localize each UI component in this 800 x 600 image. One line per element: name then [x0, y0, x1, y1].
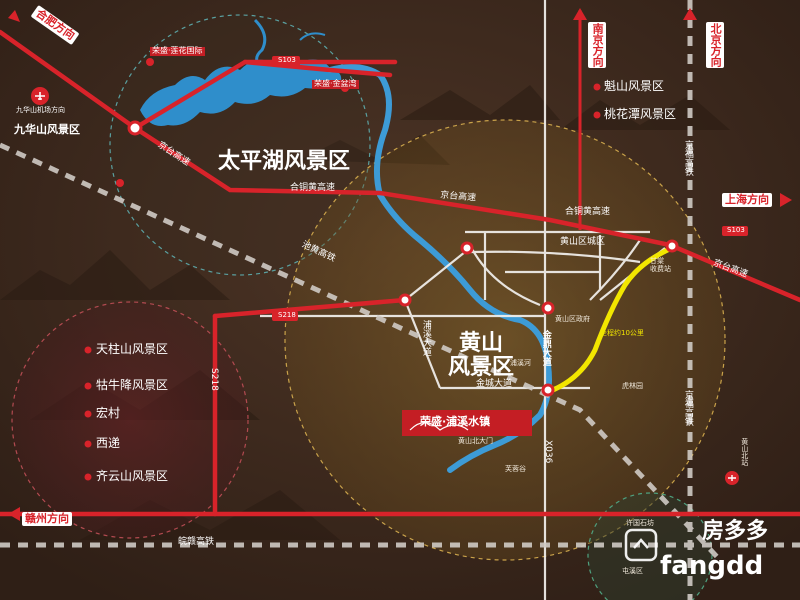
label-ganxi: 甘棠 收费站	[650, 257, 671, 273]
road-jinding: 金鼎大道	[540, 330, 551, 366]
plane-icon	[31, 87, 49, 105]
plane-icon-station	[725, 471, 739, 485]
direction-nanjing: 南京方向	[588, 22, 607, 68]
watermark-bottom: fangdd	[660, 551, 764, 581]
huangshan-district-label: 黄山区城区	[560, 237, 606, 247]
direction-shanghai: 上海方向	[722, 193, 772, 208]
road-hetong: 合铜黄高速	[290, 183, 336, 193]
road-jingfu-2: 京福高铁	[682, 390, 693, 426]
huangshan-label: 黄山 风景区	[448, 331, 515, 381]
road-pushui: 浦溪大道	[420, 320, 431, 356]
road-s218v: S218	[208, 368, 219, 391]
label-furong: 芙蓉谷	[505, 465, 526, 473]
watermark-top: 房多多	[702, 519, 769, 544]
taiping-lake	[140, 56, 342, 126]
project-lianhua: 荣盛·莲花国际	[150, 46, 205, 56]
spot-taohuatan: 桃花潭风景区	[604, 107, 677, 121]
direction-arrows	[8, 8, 792, 521]
project-pushui: 荣盛·浦溪水镇	[420, 415, 491, 428]
s218-shield	[272, 311, 298, 321]
jiuhua-scenic: 九华山风景区	[14, 123, 80, 136]
s103b-shield	[722, 226, 748, 236]
spot-dots-right	[593, 83, 601, 119]
road-s103: S103	[278, 56, 296, 64]
southwest-zone	[11, 301, 249, 539]
road-s218: S218	[278, 311, 296, 319]
spot-kuishan: 魁山风景区	[604, 79, 665, 93]
direction-beijing: 北京方向	[706, 22, 725, 68]
label-pushui-river: 浦溪河	[510, 359, 531, 367]
spot-tianzhushan: 天柱山风景区	[96, 342, 169, 356]
project-jinpen: 荣盛·金盆湾	[312, 79, 359, 89]
road-jingfu: 京福高铁	[682, 140, 693, 176]
road-wangan: 皖赣高铁	[178, 537, 215, 547]
watermark-logo	[624, 528, 658, 562]
taiping-lake-label: 太平湖风景区	[218, 149, 351, 174]
label-huangshan-gov: 黄山区政府	[555, 315, 590, 323]
s103-shield	[272, 56, 300, 66]
yellow-route	[545, 245, 675, 395]
spot-guniujiang: 牯牛降风景区	[96, 378, 169, 392]
direction-jiuhua-airport: 九华山机场方向	[16, 106, 65, 114]
yellow-route-note: 全程约10公里	[600, 329, 644, 337]
spot-hongcun: 宏村	[96, 406, 121, 420]
road-hetong-2: 合铜黄高速	[565, 207, 611, 217]
road-jincheng: 金城大道	[476, 379, 513, 389]
spot-qiyunshan: 齐云山风景区	[96, 469, 169, 483]
lake-inlet-2	[299, 32, 326, 41]
label-xikou: 许国石坊	[626, 519, 654, 527]
pushui-banner-mountains	[409, 421, 469, 431]
label-hulin: 虎林园	[622, 382, 643, 390]
spot-dots-left	[84, 346, 92, 481]
label-tunxi: 屯溪区	[622, 567, 643, 575]
road-x036: X036	[542, 440, 553, 464]
label-huangshan-north-gate: 黄山北大门	[458, 437, 493, 445]
city-roads	[260, 0, 666, 600]
label-station: 黄山北站	[740, 438, 749, 466]
direction-ganzhou: 赣州方向	[22, 512, 72, 527]
spot-xidi: 西递	[96, 436, 121, 450]
interchanges	[127, 120, 679, 397]
road-s103b: S103	[727, 226, 745, 234]
